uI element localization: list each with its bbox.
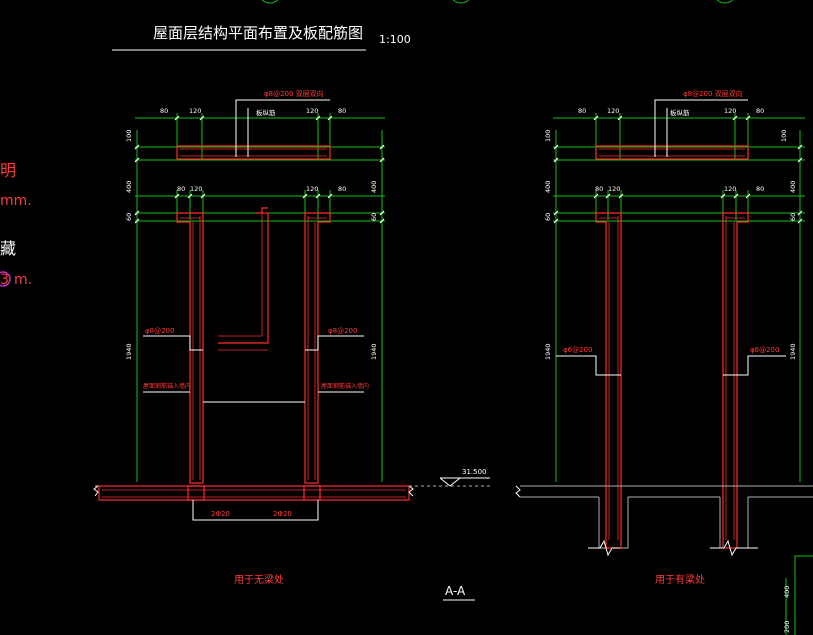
right-dim-v-4: 1940	[544, 343, 552, 360]
left-dimension-lines	[135, 113, 385, 482]
elevation-value: 31.500	[462, 468, 487, 476]
right-dim-v-3: 60	[544, 213, 552, 221]
corner-fragment: 400 200	[783, 555, 813, 635]
left-dim-mid-3: 120	[306, 185, 318, 193]
right-dim-v-6: 400	[789, 181, 797, 193]
left-rebar-right: φ8@200	[328, 327, 357, 335]
caption-right: 用于有梁处	[655, 573, 705, 586]
right-dim-top-3: 120	[724, 107, 736, 115]
right-rebar-left: φ6@200	[563, 346, 592, 354]
left-top-slab	[176, 145, 331, 160]
left-note-left: 屋面钢筋锚入墙内	[143, 382, 191, 390]
left-bottom-left: 2Φ20	[211, 510, 230, 518]
left-dim-v-3: 60	[125, 213, 133, 221]
left-dim-top-3: 120	[306, 107, 318, 115]
axis-bubble-2	[452, 0, 470, 4]
left-center-frame	[218, 212, 269, 344]
right-dim-mid-4: 80	[756, 185, 764, 193]
side-note-5: m.	[14, 272, 32, 288]
right-top-slab	[595, 145, 749, 160]
left-base-slab	[98, 485, 410, 501]
left-wall-left	[176, 212, 204, 484]
left-dim-v-2: 400	[125, 181, 133, 193]
caption-left: 用于无梁处	[234, 573, 284, 586]
right-rebar-right: φ6@200	[750, 346, 779, 354]
right-dim-v-5: 100	[780, 130, 788, 142]
side-note-2: mm.	[0, 193, 32, 209]
right-dim-v-8: 1940	[789, 343, 797, 360]
right-rebar-top-2: 板纵筋	[670, 108, 690, 117]
revision-cloud	[0, 271, 11, 287]
drawing-scale: 1:100	[379, 33, 411, 46]
left-rebar-top-2: 板纵筋	[256, 108, 276, 117]
section-label: A-A	[445, 584, 466, 598]
right-dim-mid-2: 120	[608, 185, 620, 193]
side-note-3: 藏	[0, 239, 16, 258]
left-dim-ticks	[134, 115, 385, 224]
right-wall-left	[595, 212, 622, 549]
right-dim-top-2: 120	[607, 107, 619, 115]
left-dim-v-5: 400	[370, 181, 378, 193]
axis-bubble-1	[261, 0, 279, 4]
left-bottom-right: 2Φ20	[273, 510, 292, 518]
left-dim-top-4: 80	[338, 107, 346, 115]
right-rebar-top: φ8@200 双层双向	[683, 89, 743, 98]
left-dim-top-2: 120	[189, 107, 201, 115]
right-dim-v-7: 60	[789, 213, 797, 221]
drawing-title: 屋面层结构平面布置及板配筋图	[153, 24, 363, 42]
left-section: 80 120 120 80 80 120 120 80 100 400 60 1…	[93, 89, 414, 586]
left-dim-v-7: 1940	[370, 343, 378, 360]
left-dim-v-1: 100	[125, 130, 133, 142]
left-rebar-left: φ8@200	[145, 327, 174, 335]
corner-dim-1: 400	[783, 586, 791, 598]
left-rebar-top: φ8@200 双层双向	[264, 89, 324, 98]
left-note-right: 屋面钢筋锚入墙内	[321, 382, 369, 390]
left-top-leader	[235, 99, 330, 157]
left-dim-mid-1: 80	[177, 185, 185, 193]
left-wall-right	[304, 212, 331, 484]
right-dim-v-1: 100	[544, 130, 552, 142]
elevation-marker: 31.500	[409, 468, 490, 487]
right-dim-top-4: 80	[756, 107, 764, 115]
left-dim-v-6: 60	[370, 213, 378, 221]
left-dim-mid-4: 80	[338, 185, 346, 193]
right-wall-right	[722, 212, 749, 549]
side-note-1: 明	[0, 161, 16, 180]
left-dim-v-4: 1940	[125, 343, 133, 360]
side-note-4: 3	[0, 272, 9, 288]
corner-dim-2: 200	[783, 621, 791, 633]
right-section: 80 120 120 80 80 120 120 80 100 400 60 1…	[515, 89, 813, 586]
left-dim-top-1: 80	[160, 107, 168, 115]
right-dim-mid-1: 80	[595, 185, 603, 193]
right-dim-mid-3: 120	[724, 185, 736, 193]
axis-bubble-3	[716, 0, 734, 4]
right-dim-top-1: 80	[578, 107, 586, 115]
right-dim-v-2: 400	[544, 181, 552, 193]
left-dim-mid-2: 120	[190, 185, 202, 193]
